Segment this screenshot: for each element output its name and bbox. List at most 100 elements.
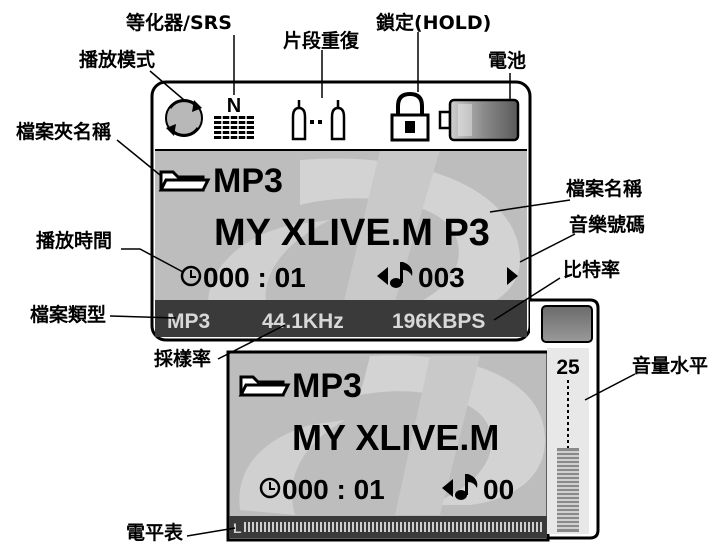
label-eq-srs: 等化器/SRS [126, 12, 232, 34]
level-meter-tick [500, 522, 502, 532]
main-folder-name: MP3 [213, 162, 283, 200]
lock-icon [390, 91, 430, 142]
level-meter-tick [400, 522, 402, 532]
eq-mode-letter: N [227, 95, 241, 117]
level-meter-tick [272, 522, 274, 532]
level-meter-tick [340, 522, 342, 532]
level-meter-tick [428, 522, 430, 532]
level-meter-tick [352, 522, 354, 532]
level-meter-tick [444, 522, 446, 532]
label-track-number: 音樂號碼 [569, 214, 646, 236]
level-meter-tick [520, 522, 522, 532]
level-meter-tick [304, 522, 306, 532]
level-meter-ticks [244, 522, 542, 532]
level-meter-tick [244, 522, 246, 532]
clock-icon [180, 265, 202, 287]
main-file-name: MY XLIVE.M P3 [214, 212, 490, 254]
level-meter-tick [440, 522, 442, 532]
level-meter-tick [320, 522, 322, 532]
level-meter-tick [376, 522, 378, 532]
level-meter-tick [392, 522, 394, 532]
level-meter-tick [424, 522, 426, 532]
level-meter-tick [512, 522, 514, 532]
second-track-number: 00 [483, 474, 514, 505]
level-meter-tick [344, 522, 346, 532]
level-meter-tick [536, 522, 538, 532]
level-meter-tick [468, 522, 470, 532]
level-meter-tick [348, 522, 350, 532]
level-meter-tick [492, 522, 494, 532]
level-meter-tick [524, 522, 526, 532]
status-bar [155, 300, 527, 337]
level-meter-tick [532, 522, 534, 532]
level-meter-tick [312, 522, 314, 532]
level-meter-tick [408, 522, 410, 532]
level-meter-tick [496, 522, 498, 532]
level-meter-tick [260, 522, 262, 532]
level-meter-tick [396, 522, 398, 532]
level-meter-tick [508, 522, 510, 532]
ab-repeat-icon [291, 100, 346, 141]
level-meter-tick [528, 522, 530, 532]
status-sample-rate: 44.1KHz [262, 310, 344, 333]
level-meter-tick [404, 522, 406, 532]
level-meter-tick [264, 522, 266, 532]
level-meter-tick [336, 522, 338, 532]
equalizer-icon: N [214, 95, 254, 140]
second-screen: 25 [226, 298, 600, 542]
label-bitrate: 比特率 [563, 259, 621, 281]
music-note-icon-2 [455, 474, 478, 500]
volume-button[interactable] [541, 305, 593, 343]
track-next-icon [507, 267, 518, 285]
clock-icon-2 [259, 477, 281, 499]
main-track-number: 003 [418, 262, 465, 293]
label-play-mode: 播放模式 [79, 49, 156, 71]
level-meter-tick [464, 522, 466, 532]
level-meter-tick [384, 522, 386, 532]
level-meter-tick [488, 522, 490, 532]
level-meter-tick [288, 522, 290, 532]
level-meter-tick [296, 522, 298, 532]
level-meter-tick [324, 522, 326, 532]
level-meter-tick [480, 522, 482, 532]
leader-lines [109, 32, 636, 537]
status-format: MP3 [167, 310, 210, 333]
level-meter-tick [292, 522, 294, 532]
level-meter-tick [356, 522, 358, 532]
level-meter-tick [460, 522, 462, 532]
second-play-time: 000 : 01 [282, 474, 385, 505]
level-meter-tick [420, 522, 422, 532]
level-meter-tick [472, 522, 474, 532]
level-meter-tick [328, 522, 330, 532]
level-meter-tick [368, 522, 370, 532]
level-meter-tick [504, 522, 506, 532]
label-file-type: 檔案類型 [30, 304, 107, 326]
label-segment-repeat: 片段重復 [283, 30, 360, 52]
main-play-time: 000 : 01 [203, 262, 306, 293]
level-meter-tick [456, 522, 458, 532]
label-level-meter: 電平表 [126, 522, 184, 544]
status-bitrate: 196KBPS [392, 310, 485, 333]
main-screen [150, 80, 532, 342]
level-meter-tick [540, 522, 542, 532]
label-volume-level: 音量水平 [632, 355, 709, 377]
level-meter-tick [252, 522, 254, 532]
level-meter-tick [412, 522, 414, 532]
level-meter-tick [432, 522, 434, 532]
level-meter-tick [256, 522, 258, 532]
level-meter-tick [372, 522, 374, 532]
meter-channel-label: L [233, 520, 242, 536]
track-prev-icon [377, 267, 388, 285]
track-prev-icon-2 [442, 479, 453, 497]
label-sample-rate: 採樣率 [154, 348, 212, 370]
label-hold: 鎖定(HOLD) [376, 12, 492, 34]
battery-icon [438, 98, 520, 142]
level-meter-tick [364, 522, 366, 532]
level-meter-tick [388, 522, 390, 532]
level-meter-tick [484, 522, 486, 532]
level-meter-tick [416, 522, 418, 532]
level-meter-tick [268, 522, 270, 532]
level-meter-tick [248, 522, 250, 532]
background-swirl [208, 150, 520, 318]
level-meter-tick [476, 522, 478, 532]
